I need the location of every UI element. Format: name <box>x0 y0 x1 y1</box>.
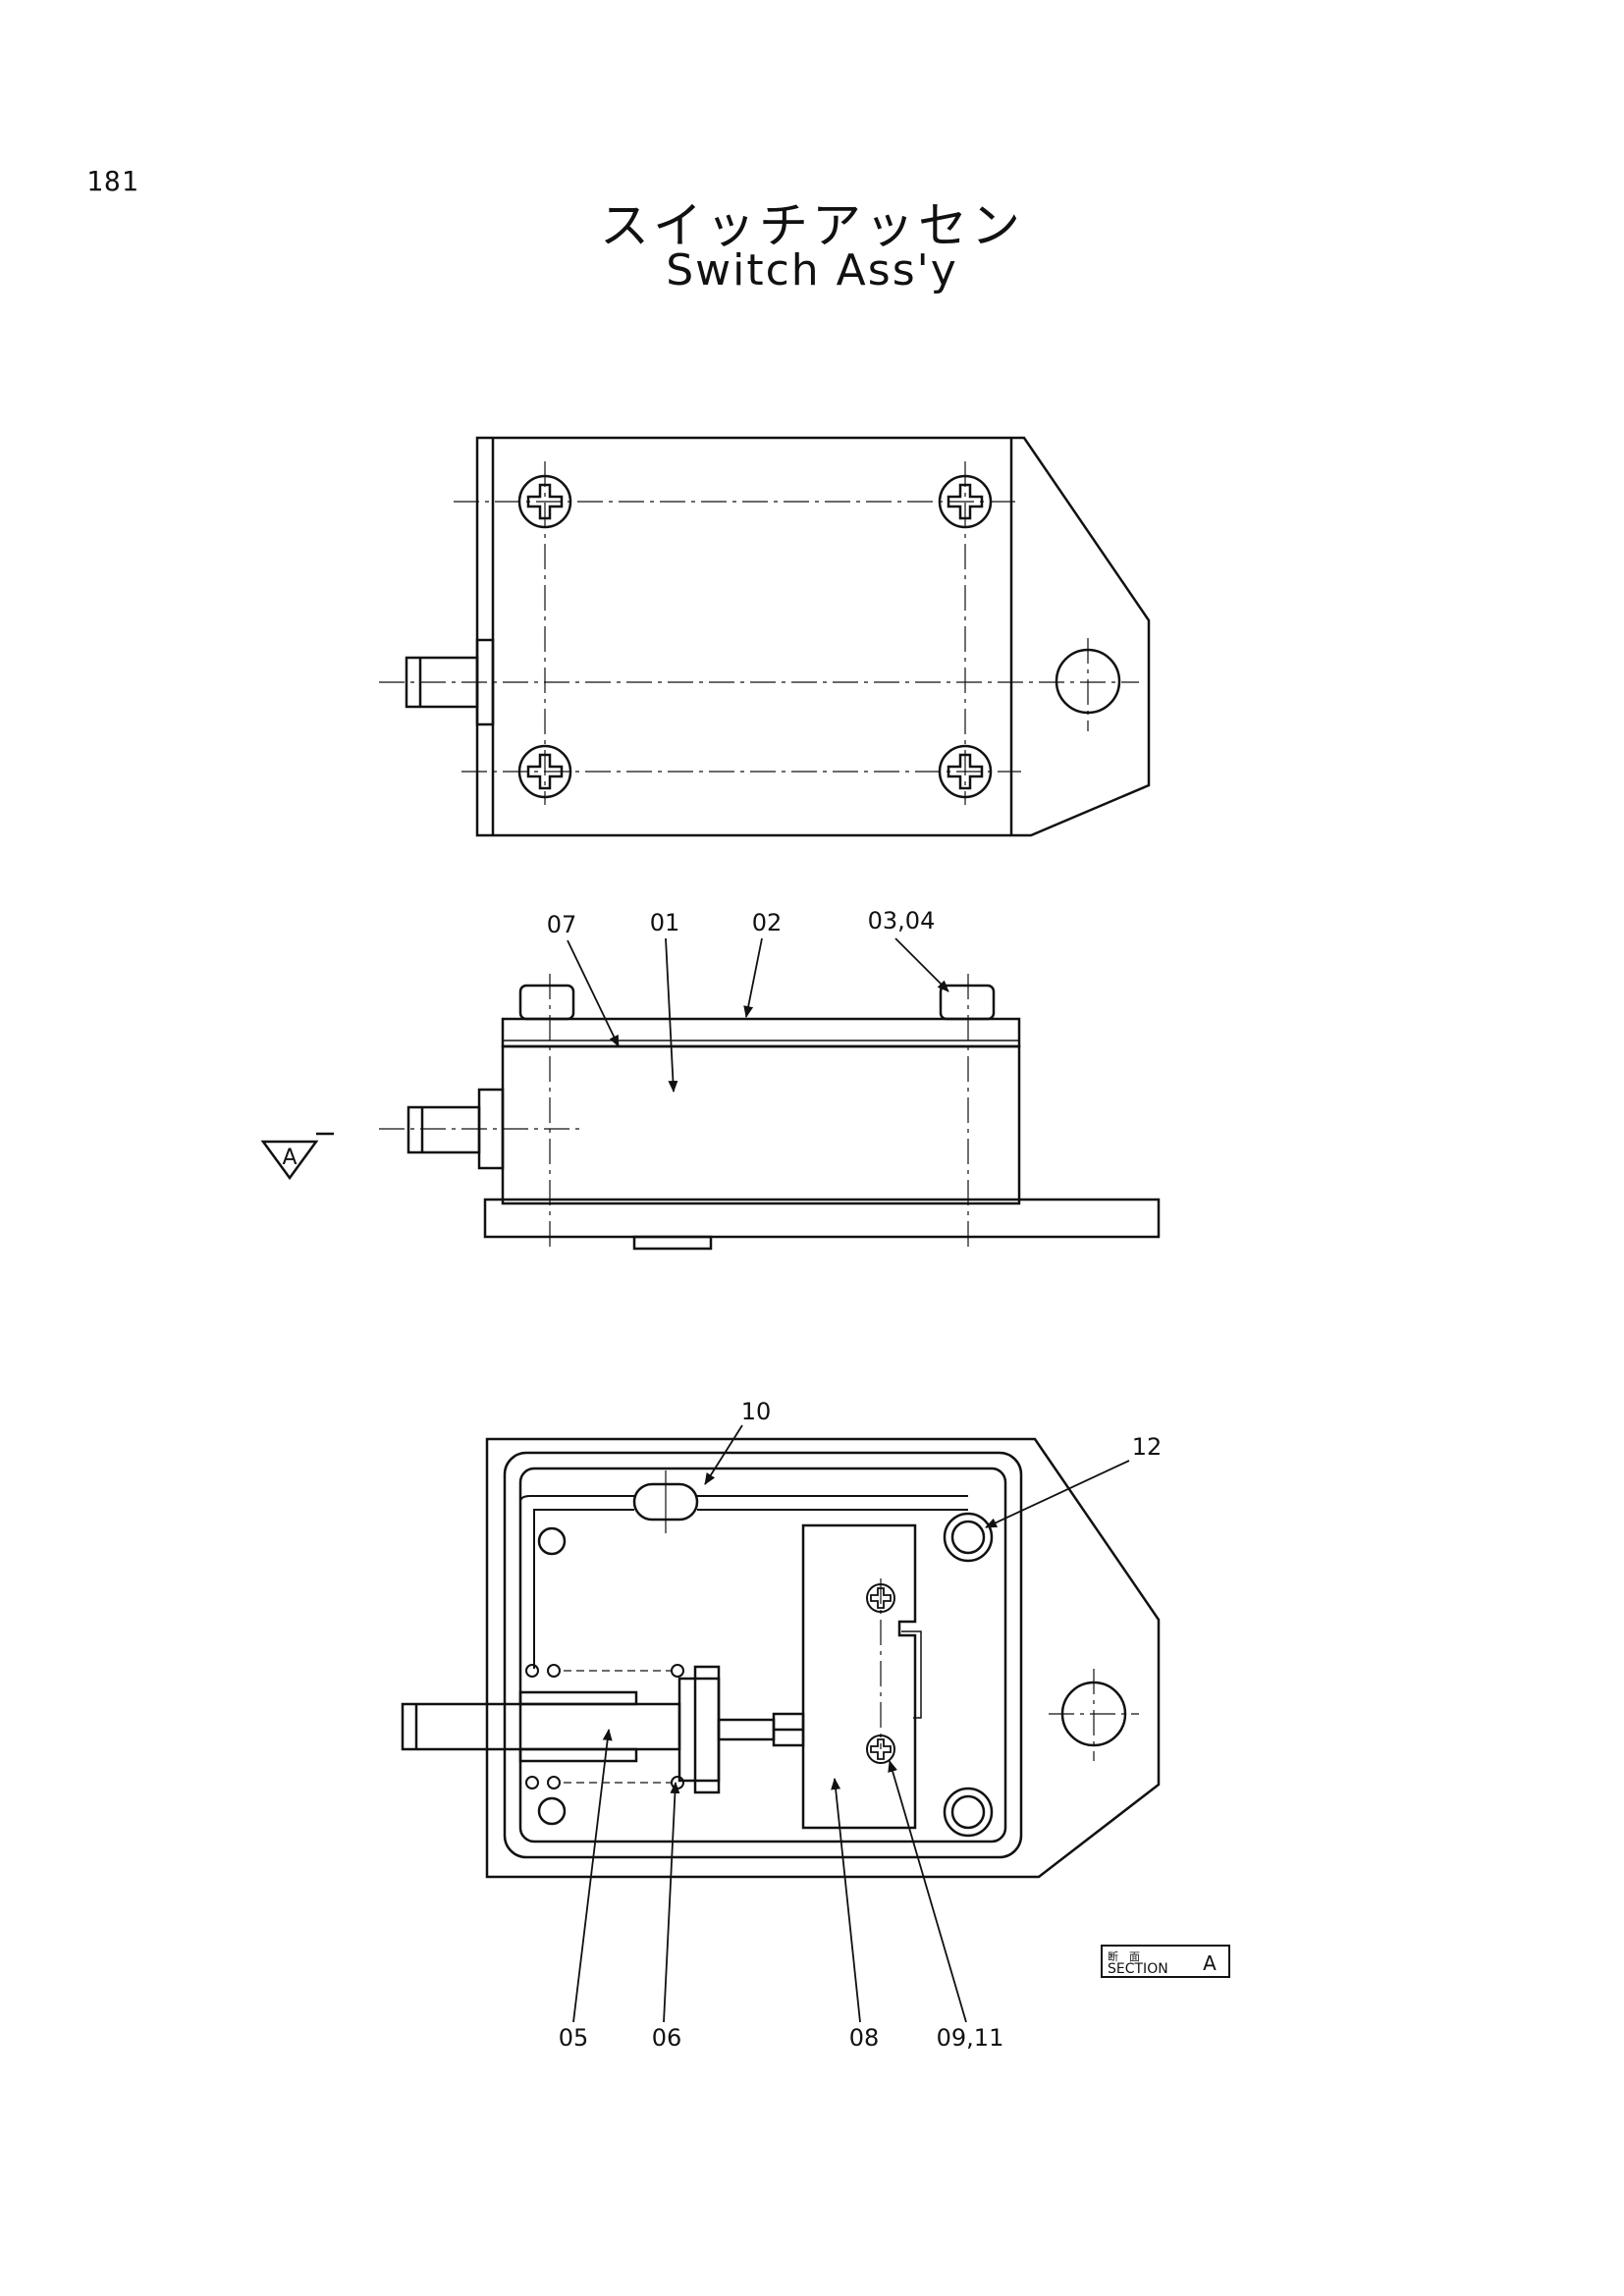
section-a-view <box>401 1437 1161 1879</box>
callout-12: 12 <box>1132 1433 1163 1461</box>
section-view-arrow-icon <box>260 1132 334 1181</box>
section-label-en: SECTION <box>1108 1961 1168 1977</box>
title-english: Switch Ass'y <box>666 245 958 295</box>
callout-09-11: 09,11 <box>937 2024 1004 2052</box>
section-label-box: 断 面 SECTION A <box>1101 1945 1230 1978</box>
callout-02: 02 <box>752 909 783 936</box>
page-number: 181 <box>86 165 139 197</box>
callout-08: 08 <box>849 2024 880 2052</box>
callout-05: 05 <box>559 2024 589 2052</box>
callout-01: 01 <box>650 909 680 936</box>
section-arrow-letter: A <box>282 1146 297 1170</box>
side-leaders <box>567 937 949 1093</box>
section-label-jp: 断 面 <box>1108 1949 1140 1963</box>
top-view <box>379 436 1151 837</box>
section-leaders <box>572 1424 1130 2023</box>
callout-03-04: 03,04 <box>868 907 936 934</box>
side-view <box>379 974 1161 1253</box>
callout-06: 06 <box>652 2024 682 2052</box>
callout-10: 10 <box>741 1398 772 1425</box>
title-japanese: スイッチアッセン <box>600 197 1024 254</box>
section-label-letter: A <box>1203 1951 1217 1975</box>
callout-07: 07 <box>547 911 577 938</box>
